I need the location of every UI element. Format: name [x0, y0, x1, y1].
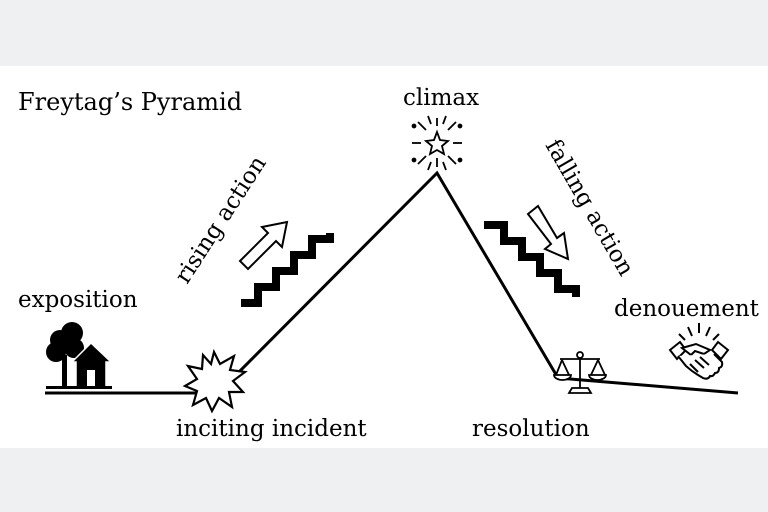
label-denouement: denouement [614, 296, 760, 322]
sparkle-star-icon [411, 115, 463, 171]
handshake-icon [668, 323, 730, 380]
diagram-title: Freytag’s Pyramid [18, 88, 242, 116]
label-resolution: resolution [472, 416, 590, 442]
burst-icon [182, 348, 248, 414]
scales-icon [553, 351, 607, 394]
freytag-diagram: Freytag’s Pyramid exposition inciting in… [18, 85, 760, 442]
house-tree-icon [46, 322, 113, 389]
label-climax: climax [403, 85, 479, 111]
stairs-up-arrow-icon [238, 220, 334, 307]
diagram-canvas: Freytag’s Pyramid exposition inciting in… [0, 66, 768, 448]
label-inciting-incident: inciting incident [176, 416, 367, 442]
label-falling-action: falling action [540, 135, 639, 281]
label-exposition: exposition [18, 287, 138, 313]
label-rising-action: rising action [170, 151, 272, 288]
pyramid-line [45, 170, 739, 395]
stairs-down-arrow-icon [484, 204, 580, 297]
